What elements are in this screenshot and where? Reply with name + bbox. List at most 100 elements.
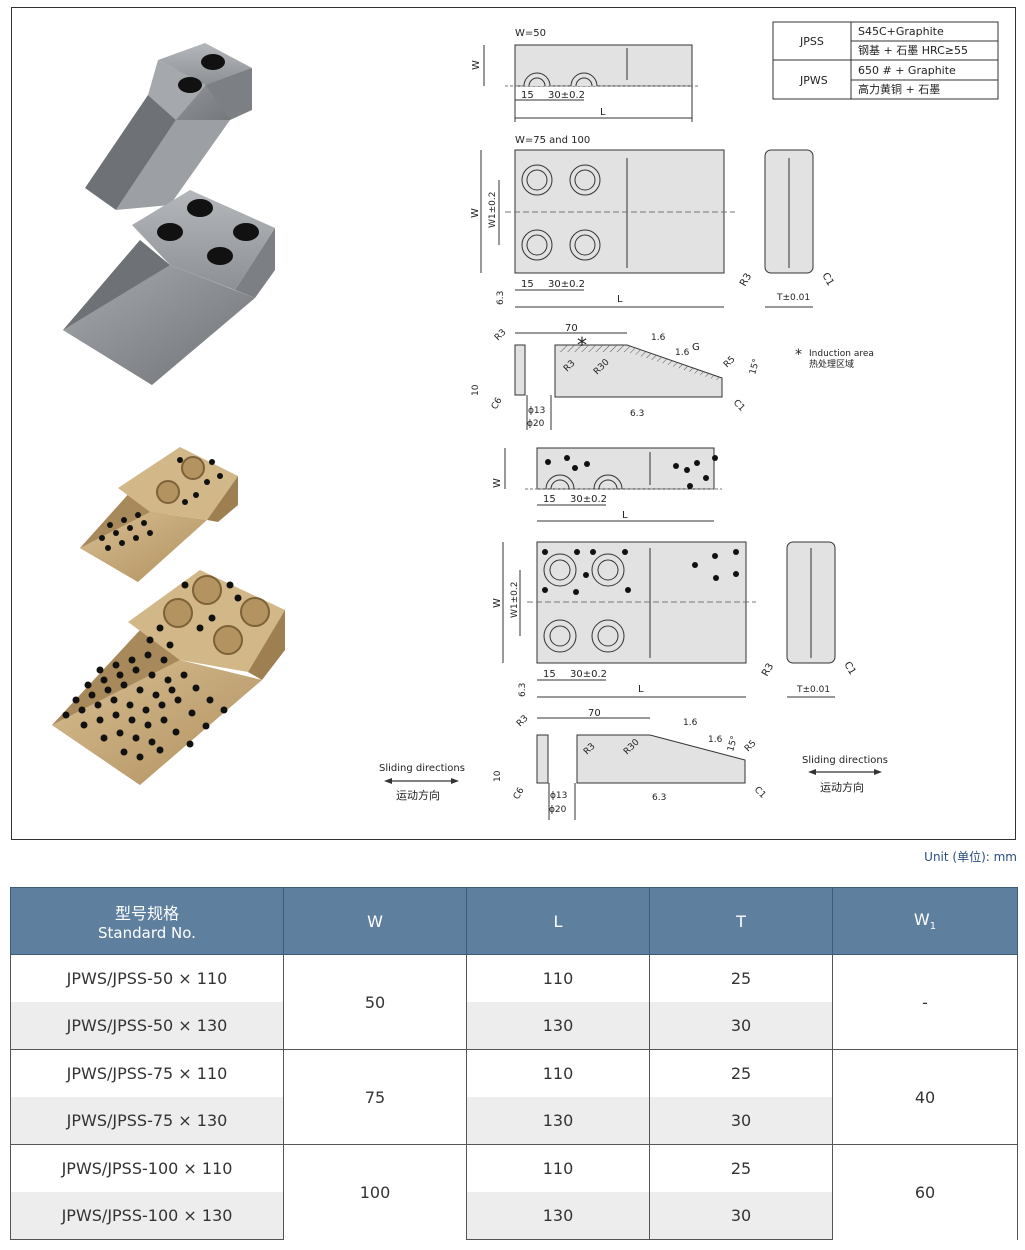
material-jpss-line1: S45C+Graphite (858, 25, 944, 38)
table-row: JPWS/JPSS-100 × 130 130 30 (10, 1192, 1018, 1240)
angle-15-v3: 15° (748, 358, 762, 376)
steel-block-large-photo (63, 190, 275, 385)
cell-t: 30 (649, 1002, 833, 1050)
cell-w1: 40 (832, 1049, 1018, 1145)
r5-v6: R5 (743, 739, 759, 755)
cell-l: 110 (466, 1144, 650, 1192)
table-row: JPWS/JPSS-75 × 130 130 30 (10, 1097, 1018, 1145)
cell-l: 110 (466, 954, 650, 1002)
material-jpss-line2: 钢基 + 石墨 HRC≥55 (858, 44, 968, 57)
label-w-v1: W (471, 60, 482, 70)
sliding-cn-left: 运动方向 (396, 788, 440, 802)
induction-note-en: Induction area (809, 349, 874, 359)
c1-side-v2: C1 (819, 271, 835, 288)
section-bronze: 70 R3 R3 R30 R5 C1 C6 10 ϕ13 ϕ20 15° 1.6… (493, 708, 767, 820)
roughness-16b-v6: 1.6 (708, 735, 723, 745)
cell-t: 25 (649, 954, 833, 1002)
label-w-v5: W (492, 598, 503, 608)
cell-l: 130 (466, 1097, 650, 1145)
r3-side-v5: R3 (760, 661, 776, 678)
cell-l: 110 (466, 1049, 650, 1097)
roughness-63-v5: 6.3 (518, 683, 528, 697)
cell-standard: JPWS/JPSS-100 × 130 (10, 1192, 284, 1240)
cell-t: 30 (649, 1192, 833, 1240)
header-standard-cn: 型号规格 (114, 904, 179, 923)
sliding-en-left: Sliding directions (379, 763, 465, 774)
cell-standard: JPWS/JPSS-100 × 110 (10, 1144, 284, 1192)
c6-v6: C6 (512, 786, 527, 802)
dim-l-v5: L (638, 684, 644, 695)
cell-w1: 60 (832, 1144, 1018, 1240)
cell-w: 50 (283, 954, 467, 1050)
dim-t-v5: T±0.01 (796, 685, 830, 695)
view-w75-bronze: W W1±0.2 15 30±0.2 L 6.3 T±0.01 R3 C1 (492, 541, 858, 698)
material-table: JPSS S45C+Graphite 钢基 + 石墨 HRC≥55 JPWS 6… (772, 21, 999, 100)
induction-asterisk: * (577, 333, 587, 357)
c1-v6: C1 (752, 785, 768, 801)
view-w50-steel: W=50 W 15 30±0.2 L (471, 28, 700, 122)
cell-l: 130 (466, 1002, 650, 1050)
cell-l: 130 (466, 1192, 650, 1240)
cell-w: 100 (283, 1144, 467, 1240)
table-row: JPWS/JPSS-50 × 130 130 30 (10, 1002, 1018, 1050)
dim-15-v4: 15 (543, 494, 556, 505)
cell-standard: JPWS/JPSS-50 × 130 (10, 1002, 284, 1050)
induction-note-cn: 热处理区域 (809, 358, 854, 370)
sliding-note-left: Sliding directions 运动方向 (379, 763, 465, 802)
dim-10-v6: 10 (493, 770, 503, 782)
header-w1: W1 (832, 887, 1018, 955)
label-w-v2: W (470, 208, 481, 218)
dim-l-v1: L (600, 107, 606, 118)
c1-v3: C1 (731, 398, 747, 414)
material-jpws-line1: 650 # + Graphite (858, 64, 956, 77)
bronze-block-small-photo (80, 447, 238, 582)
cell-standard: JPWS/JPSS-50 × 110 (10, 954, 284, 1002)
sliding-note-right: Sliding directions 运动方向 (802, 755, 888, 794)
label-w1-v5: W1±0.2 (510, 582, 520, 618)
cell-t: 25 (649, 1049, 833, 1097)
sliding-en-right: Sliding directions (802, 755, 888, 766)
cell-w1: - (832, 954, 1018, 1050)
section-steel: 70 * R3 R3 R30 R5 C1 C6 10 ϕ13 ϕ20 15° 1… (471, 323, 874, 430)
view-w75-steel: W=75 and 100 W W1±0.2 15 30±0.2 L 6.3 T±… (470, 135, 836, 308)
roughness-63-v6: 6.3 (652, 793, 666, 803)
dim-l-v4: L (622, 510, 628, 521)
header-l: L (466, 887, 650, 955)
cell-t: 25 (649, 1144, 833, 1192)
phi13-v6: ϕ13 (550, 791, 567, 801)
r3-side-v2: R3 (738, 271, 754, 288)
g-mark-v3: G (692, 342, 700, 353)
roughness-16a-v6: 1.6 (683, 718, 698, 728)
header-w: W (283, 887, 467, 955)
steel-block-small-photo (85, 43, 252, 210)
cell-w: 75 (283, 1049, 467, 1145)
spec-header-row: 型号规格 Standard No. W L T W1 (10, 887, 1018, 955)
table-row: JPWS/JPSS-75 × 110 75 110 25 40 (10, 1049, 1018, 1145)
induction-note-asterisk: * (795, 347, 802, 363)
bronze-block-large-photo (52, 570, 285, 785)
header-t: T (649, 887, 833, 955)
table-row: JPWS/JPSS-50 × 110 50 110 25 - (10, 954, 1018, 1050)
spec-table: 型号规格 Standard No. W L T W1 JPWS/JPSS-50 … (10, 887, 1018, 1240)
dim-70-v6: 70 (588, 708, 601, 719)
view-w50-bronze: W 15 30±0.2 L (492, 447, 722, 522)
roughness-16b-v3: 1.6 (675, 348, 690, 358)
dim-15-v1: 15 (521, 90, 534, 101)
angle-15-v6: 15° (726, 735, 740, 753)
dim-l-v2: L (617, 294, 623, 305)
phi20-v3: ϕ20 (527, 419, 545, 429)
dim-15-v5: 15 (543, 669, 556, 680)
table-row: JPWS/JPSS-100 × 110 100 110 25 60 (10, 1144, 1018, 1240)
unit-note: Unit (单位): mm (924, 850, 1017, 864)
label-w1-v2: W1±0.2 (488, 192, 498, 228)
cell-standard: JPWS/JPSS-75 × 130 (10, 1097, 284, 1145)
cell-t: 30 (649, 1097, 833, 1145)
label-w50: W=50 (515, 28, 546, 39)
material-code-jpss: JPSS (799, 35, 824, 48)
dim-t-v2: T±0.01 (776, 293, 810, 303)
dim-30-v5: 30±0.2 (570, 669, 607, 680)
header-standard: 型号规格 Standard No. (10, 887, 284, 955)
roughness-63-v3: 6.3 (630, 409, 644, 419)
c6-v3: C6 (490, 396, 505, 412)
roughness-16a-v3: 1.6 (651, 333, 666, 343)
